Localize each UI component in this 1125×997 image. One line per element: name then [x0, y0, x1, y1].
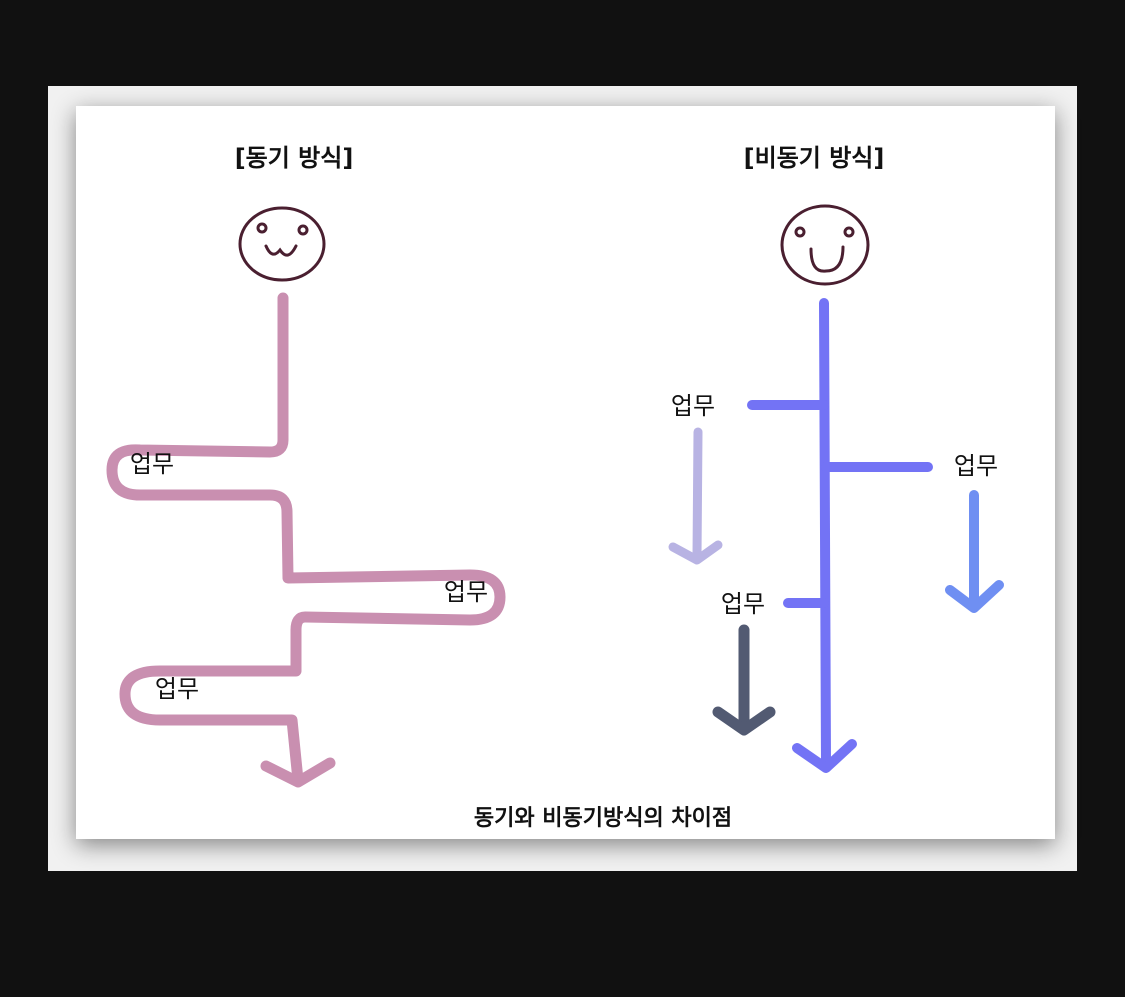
async-face-icon [780, 204, 870, 286]
sync-arrowhead-icon [260, 757, 336, 788]
async-task-2: 업무 [954, 452, 998, 480]
async-arrow-blue-icon [945, 490, 1004, 613]
async-arrow-dark-icon [712, 624, 776, 736]
async-main-arrowhead-icon [792, 739, 857, 773]
image-frame [48, 86, 1077, 871]
sync-face-icon [238, 206, 326, 282]
sync-task-1: 업무 [130, 450, 174, 478]
sync-flow-path [106, 292, 506, 786]
async-main-line [819, 298, 831, 770]
async-title: [비동기 방식] [744, 144, 885, 172]
async-task-3: 업무 [721, 590, 765, 618]
sync-task-2: 업무 [444, 578, 488, 606]
sync-task-3: 업무 [155, 675, 199, 703]
diagram-caption: 동기와 비동기방식의 차이점 [474, 806, 732, 831]
async-arrow-lavender-icon [668, 427, 723, 565]
sync-title: [동기 방식] [235, 144, 354, 172]
async-task-1: 업무 [671, 392, 715, 420]
